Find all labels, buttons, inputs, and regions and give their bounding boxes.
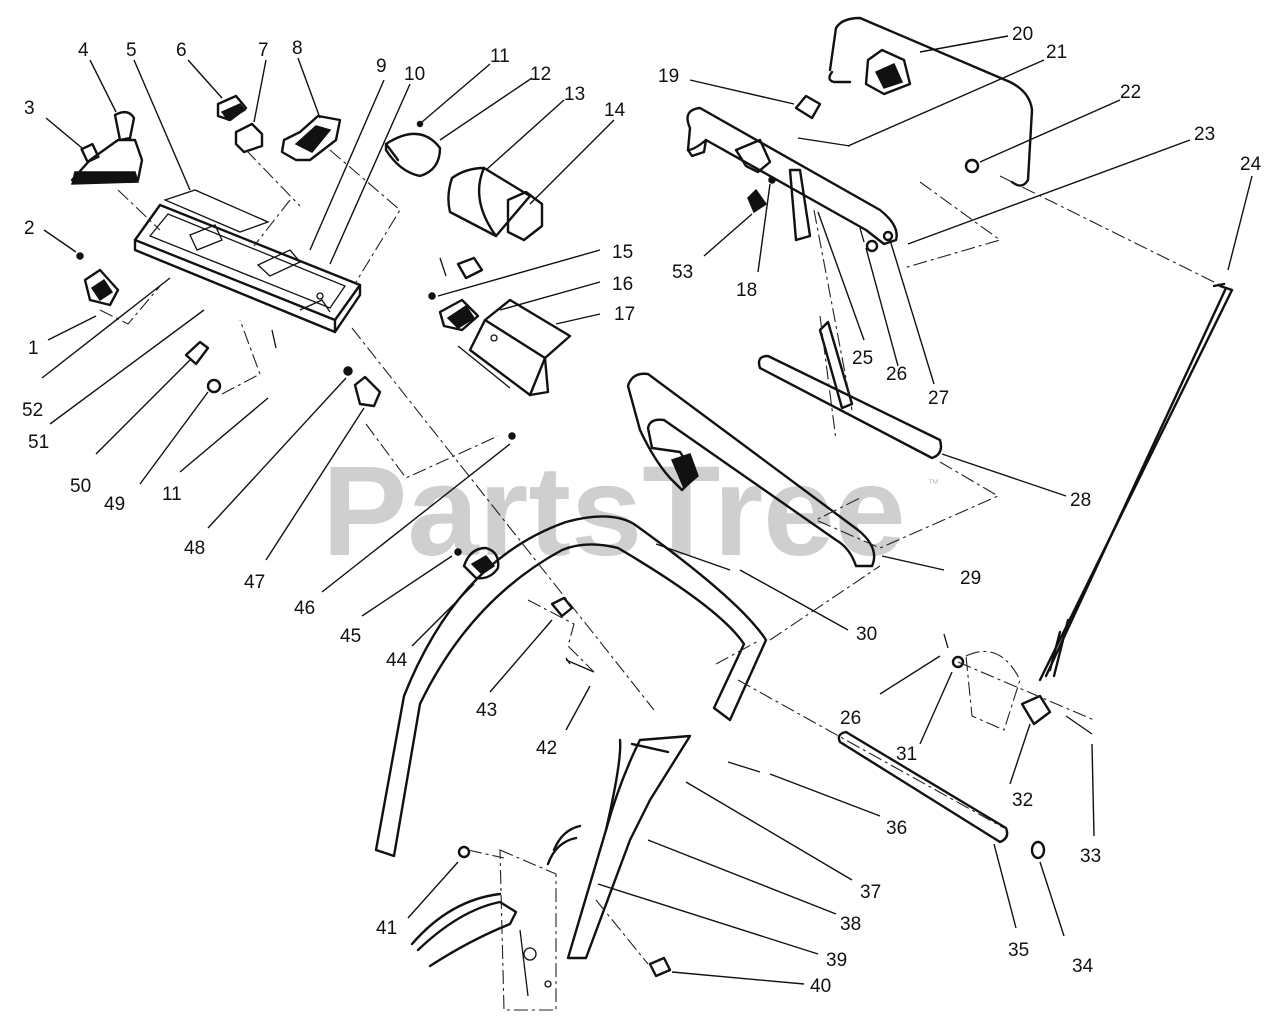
- callout-40: 40: [810, 976, 831, 997]
- callout-37: 37: [860, 882, 881, 903]
- callout-15: 15: [612, 242, 633, 263]
- callout-48: 48: [184, 538, 205, 559]
- callout-36: 36: [886, 818, 907, 839]
- callout-46: 46: [294, 598, 315, 619]
- callout-2: 2: [24, 218, 35, 239]
- callout-8: 8: [292, 38, 303, 59]
- callout-labels: 1 2 3 4 5 6 7 8 9 10 11 12 13 14 15 16 1: [22, 24, 1262, 997]
- callout-34: 34: [1072, 956, 1094, 977]
- callout-4: 4: [78, 40, 89, 61]
- callout-29: 29: [960, 568, 981, 589]
- callout-31: 31: [896, 744, 917, 765]
- callout-5: 5: [126, 40, 137, 61]
- callout-30: 30: [856, 624, 877, 645]
- callout-20: 20: [1012, 24, 1033, 45]
- callout-12: 12: [530, 64, 551, 85]
- callout-44: 44: [386, 650, 408, 671]
- callout-13: 13: [564, 84, 585, 105]
- bracket-assembly: [384, 120, 572, 440]
- callout-9: 9: [376, 56, 387, 77]
- callout-11-top: 11: [490, 46, 510, 67]
- callout-21: 21: [1046, 42, 1067, 63]
- control-box-assembly: [70, 94, 382, 408]
- callout-50: 50: [70, 476, 91, 497]
- callout-24: 24: [1240, 154, 1262, 175]
- callout-16: 16: [612, 274, 633, 295]
- assembly-lines: [99, 149, 1223, 965]
- callout-33: 33: [1080, 846, 1101, 867]
- callout-26-bottom: 26: [840, 708, 861, 729]
- callout-3: 3: [24, 98, 35, 119]
- watermark: PartsTree ™: [322, 440, 939, 583]
- callout-49: 49: [104, 494, 125, 515]
- callout-26-top: 26: [886, 364, 907, 385]
- callout-10: 10: [404, 64, 425, 85]
- callout-45: 45: [340, 626, 361, 647]
- callout-1: 1: [28, 338, 39, 359]
- watermark-trademark: ™: [928, 478, 939, 490]
- watermark-text: PartsTree: [322, 440, 906, 583]
- callout-27: 27: [928, 388, 949, 409]
- upper-handle-assembly: [626, 16, 1234, 682]
- callout-47: 47: [244, 572, 265, 593]
- callout-6: 6: [176, 40, 187, 61]
- callout-38: 38: [840, 914, 861, 935]
- callout-23: 23: [1194, 124, 1215, 145]
- callout-28: 28: [1070, 490, 1091, 511]
- callout-18: 18: [736, 280, 757, 301]
- callout-11-left: 11: [162, 484, 182, 505]
- callout-14: 14: [604, 100, 626, 121]
- callout-51: 51: [28, 432, 49, 453]
- callout-42: 42: [536, 738, 557, 759]
- callout-53: 53: [672, 262, 693, 283]
- callout-19: 19: [658, 66, 679, 87]
- callout-17: 17: [614, 304, 635, 325]
- callout-41: 41: [376, 918, 397, 939]
- callout-39: 39: [826, 950, 847, 971]
- callout-43: 43: [476, 700, 497, 721]
- callout-52: 52: [22, 400, 43, 421]
- callout-35: 35: [1008, 940, 1029, 961]
- callout-32: 32: [1012, 790, 1033, 811]
- lower-handle-assembly: [374, 515, 1093, 1011]
- callout-7: 7: [258, 40, 269, 61]
- callout-22: 22: [1120, 82, 1141, 103]
- callout-25: 25: [852, 348, 873, 369]
